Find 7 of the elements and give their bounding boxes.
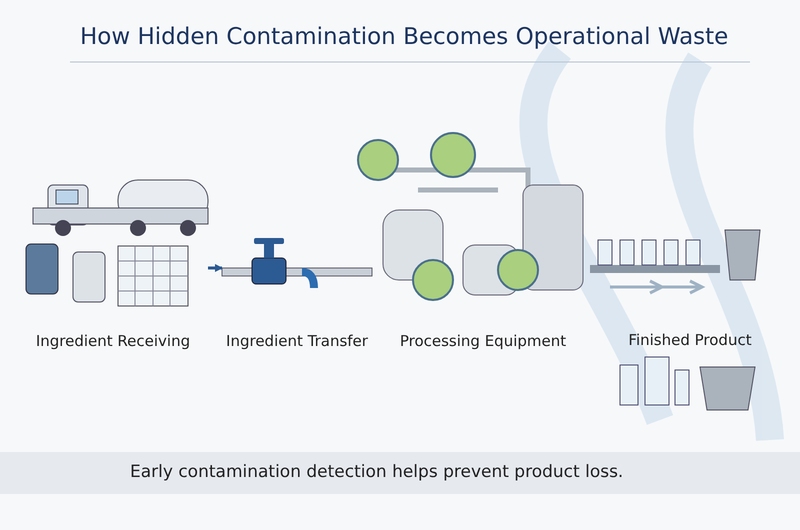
stage-label: Processing Equipment xyxy=(398,332,568,350)
stage-label: Ingredient Receiving xyxy=(34,332,192,350)
caption: Early contamination detection helps prevent product loss. xyxy=(130,462,624,482)
stage-label: Ingredient Transfer xyxy=(225,332,369,350)
stage-label: Finished Product xyxy=(627,331,753,349)
arrow xyxy=(208,264,223,272)
title: How Hidden Contamination Becomes Operational Waste xyxy=(80,24,728,50)
